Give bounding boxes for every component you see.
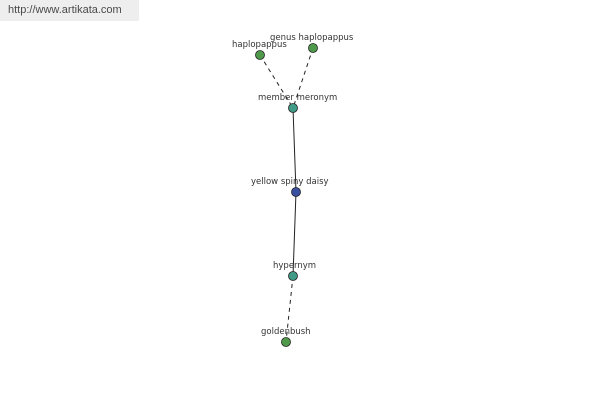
edge-hypernym-to-goldenbush — [285, 275, 294, 343]
node-label-member-meronym: member meronym — [258, 93, 337, 103]
node-label-genus-haplopappus: genus haplopappus — [270, 33, 354, 43]
node-member-meronym[interactable]: member meronym — [258, 93, 337, 113]
edge-genus-haplopappus-to-member-meronym — [292, 47, 314, 109]
edges-layer — [259, 47, 314, 343]
node-label-haplopappus: haplopappus — [232, 40, 287, 50]
node-dot-yellow-spiny-daisy[interactable] — [291, 187, 301, 197]
node-label-hypernym: hypernym — [273, 261, 316, 271]
watermark-url: http://www.artikata.com — [0, 0, 139, 21]
node-label-yellow-spiny-daisy: yellow spiny daisy — [251, 177, 329, 187]
node-genus-haplopappus[interactable]: genus haplopappus — [270, 33, 354, 53]
node-dot-genus-haplopappus[interactable] — [308, 43, 318, 53]
node-dot-hypernym[interactable] — [288, 271, 298, 281]
edge-member-meronym-to-yellow-spiny-daisy — [292, 107, 297, 193]
node-label-goldenbush: goldenbush — [261, 327, 311, 337]
node-dot-haplopappus[interactable] — [255, 50, 265, 60]
node-dot-goldenbush[interactable] — [281, 337, 291, 347]
node-hypernym[interactable]: hypernym — [273, 261, 316, 281]
node-dot-member-meronym[interactable] — [288, 103, 298, 113]
node-haplopappus[interactable]: haplopappus — [232, 40, 287, 60]
node-yellow-spiny-daisy[interactable]: yellow spiny daisy — [251, 177, 329, 197]
node-goldenbush[interactable]: goldenbush — [261, 327, 311, 347]
edge-haplopappus-to-member-meronym — [259, 54, 294, 109]
edge-yellow-spiny-daisy-to-hypernym — [292, 191, 297, 277]
